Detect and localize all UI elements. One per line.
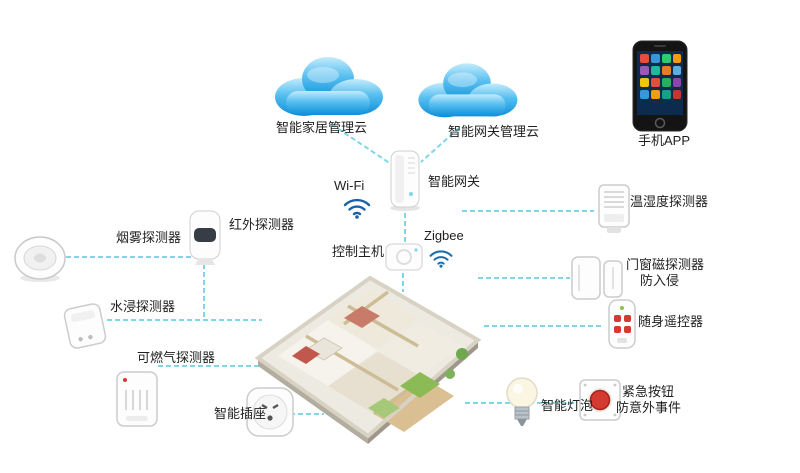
smoke-detector-icon [14,236,66,282]
smoke-detector-label: 烟雾探测器 [116,230,182,245]
portable-remote-label: 随身遥控器 [638,314,704,329]
door-window-detector-label: 门窗磁探测器 [626,257,705,272]
infrared-detector-icon [189,210,221,265]
water-leak-detector-icon [63,303,107,349]
gateway-cloud-label: 智能网关管理云 [448,124,540,139]
smart-socket-icon [246,387,294,437]
temp-humidity-detector-label: 温湿度探测器 [630,194,709,209]
gas-detector-label: 可燃气探测器 [137,350,216,365]
smart-bulb-label: 智能灯泡 [541,398,594,413]
gas-detector-icon [116,371,158,427]
water-leak-detector-label: 水浸探测器 [110,299,176,314]
infrared-detector-label: 红外探测器 [229,217,295,232]
phone-label: 手机APP [638,133,691,148]
phone-icon [632,40,688,132]
door-window-detector-icon [571,256,623,300]
temp-humidity-detector-icon [598,184,630,233]
emergency-button-label: 紧急按钮 [622,384,675,399]
smart-socket-label: 智能插座 [214,406,267,421]
wifi-signal-icon [343,198,371,219]
portable-remote-icon [608,299,636,349]
gateway-cloud-icon [418,63,518,118]
home-cloud-label: 智能家居管理云 [276,120,368,135]
home-cloud-icon [275,57,383,116]
control-host-icon [385,243,423,271]
gateway-device-icon [390,150,420,211]
control-host-label: 控制主机 [332,244,385,259]
door-window-detector-sublabel: 防入侵 [640,273,680,288]
smart-bulb-icon [506,377,538,426]
zigbee-signal-icon [429,250,453,268]
house-floorplan [254,275,482,444]
emergency-button-sublabel: 防意外事件 [616,400,682,415]
wifi-label: Wi-Fi [334,178,365,193]
zigbee-label: Zigbee [424,228,464,243]
gateway-label: 智能网关 [428,174,481,189]
emergency-button-icon [579,379,621,421]
